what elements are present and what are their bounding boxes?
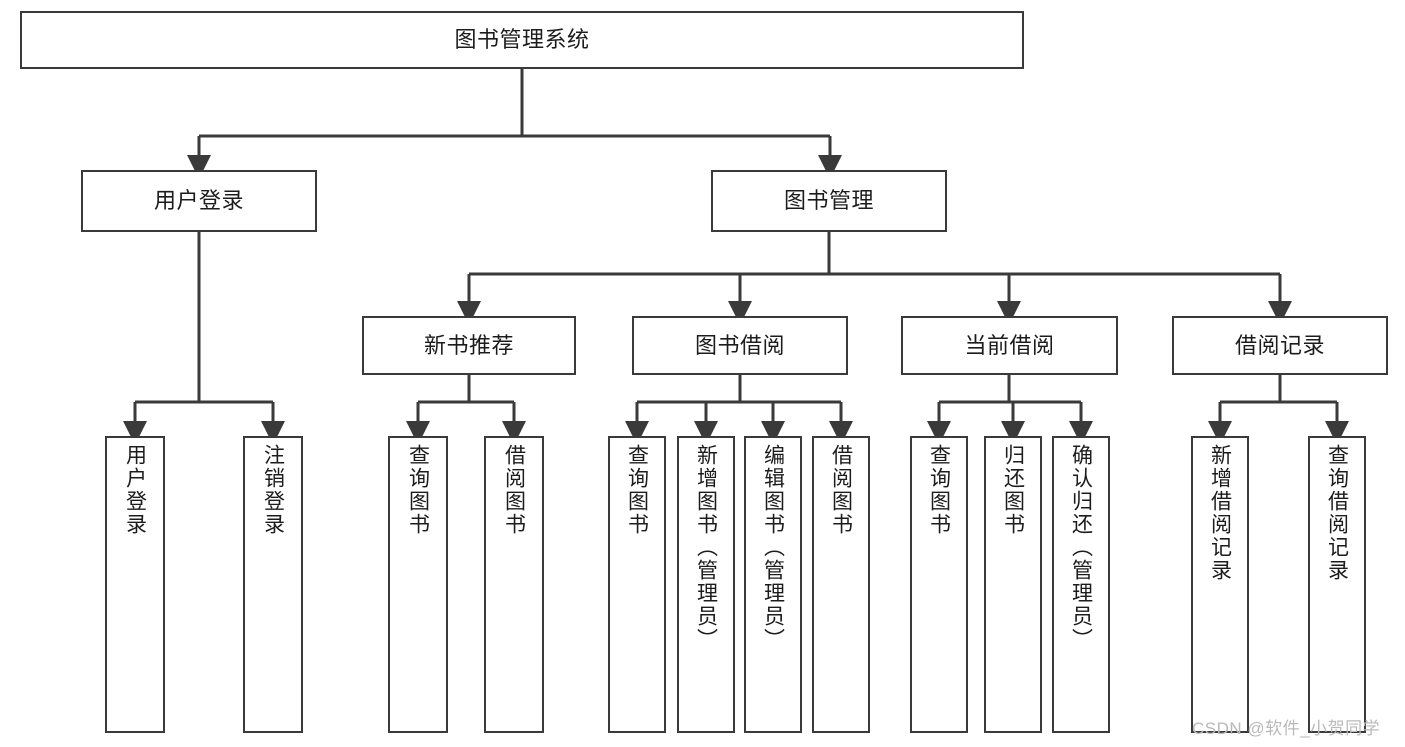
node-new-book-recommend[interactable]: 新书推荐: [362, 316, 576, 375]
node-leaf-borrow-book-2[interactable]: 借阅图书: [812, 436, 870, 733]
node-leaf-query-record-label: 查询借阅记录: [1325, 444, 1349, 582]
node-leaf-confirm-return-label: 确认归还（管理员）: [1069, 444, 1093, 651]
node-leaf-add-book-label: 新增图书（管理员）: [694, 444, 718, 651]
node-borrow-record[interactable]: 借阅记录: [1172, 316, 1388, 375]
node-leaf-query-book-1-label: 查询图书: [406, 444, 430, 536]
node-leaf-borrow-book-1-label: 借阅图书: [502, 444, 526, 536]
node-leaf-user-login-label: 用户登录: [123, 444, 147, 536]
node-borrow-record-label: 借阅记录: [1234, 332, 1325, 358]
node-leaf-add-book[interactable]: 新增图书（管理员）: [677, 436, 735, 733]
csdn-watermark: CSDN @软件_小贺同学: [1192, 719, 1381, 738]
node-book-borrow-label: 图书借阅: [694, 332, 785, 358]
node-user-login-label: 用户登录: [153, 188, 244, 214]
node-leaf-add-record[interactable]: 新增借阅记录: [1191, 436, 1249, 733]
node-leaf-query-book-3[interactable]: 查询图书: [910, 436, 968, 733]
node-leaf-borrow-book-2-label: 借阅图书: [829, 444, 853, 536]
node-leaf-edit-book[interactable]: 编辑图书（管理员）: [744, 436, 802, 733]
node-leaf-query-book-2-label: 查询图书: [625, 444, 649, 536]
node-current-borrow-label: 当前借阅: [964, 332, 1055, 358]
node-book-manage[interactable]: 图书管理: [711, 170, 947, 232]
node-leaf-query-book-2[interactable]: 查询图书: [608, 436, 666, 733]
node-leaf-add-record-label: 新增借阅记录: [1208, 444, 1232, 582]
node-leaf-edit-book-label: 编辑图书（管理员）: [761, 444, 785, 651]
node-book-borrow[interactable]: 图书借阅: [632, 316, 848, 375]
node-book-manage-label: 图书管理: [783, 188, 874, 214]
node-leaf-borrow-book-1[interactable]: 借阅图书: [484, 436, 544, 733]
node-leaf-query-record[interactable]: 查询借阅记录: [1308, 436, 1366, 733]
node-leaf-query-book-1[interactable]: 查询图书: [388, 436, 448, 733]
node-root[interactable]: 图书管理系统: [20, 11, 1024, 69]
node-current-borrow[interactable]: 当前借阅: [901, 316, 1118, 375]
node-user-login[interactable]: 用户登录: [81, 170, 317, 232]
node-leaf-user-logout[interactable]: 注销登录: [243, 436, 303, 733]
node-leaf-user-login[interactable]: 用户登录: [105, 436, 165, 733]
node-leaf-return-book[interactable]: 归还图书: [984, 436, 1042, 733]
node-leaf-return-book-label: 归还图书: [1001, 444, 1025, 536]
node-root-label: 图书管理系统: [454, 27, 590, 53]
node-leaf-user-logout-label: 注销登录: [261, 444, 285, 536]
node-leaf-query-book-3-label: 查询图书: [927, 444, 951, 536]
node-leaf-confirm-return[interactable]: 确认归还（管理员）: [1052, 436, 1110, 733]
node-new-book-recommend-label: 新书推荐: [423, 332, 514, 358]
